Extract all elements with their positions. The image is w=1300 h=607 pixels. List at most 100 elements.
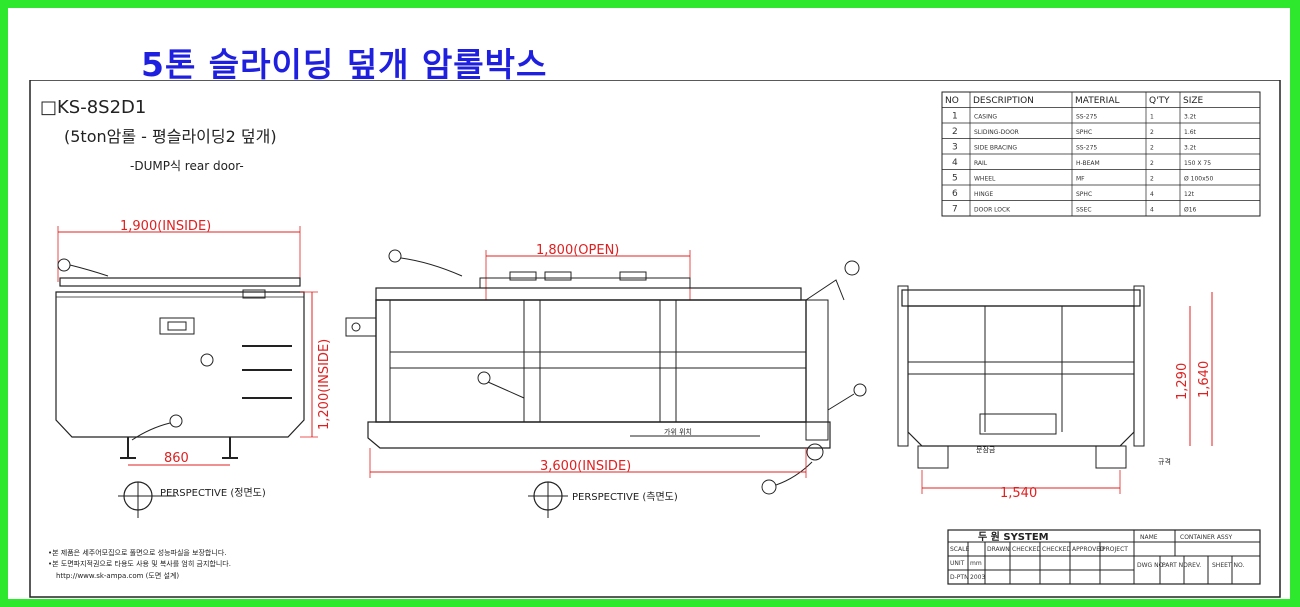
footnote-3: http://www.sk-ampa.com (도면 설계) [56,571,179,580]
parts-table-cell: 1 [1150,114,1154,121]
parts-table-header: SIZE [1183,96,1204,106]
parts-table-header: Q'TY [1149,96,1170,106]
side-callout-2 [388,249,402,263]
side-callout-5 [761,479,777,495]
front-callout-1 [200,353,214,367]
rear-note: 문잠금 [976,445,996,454]
front-width-dim: 1,900(INSIDE) [120,219,211,234]
parts-table-cell: 2 [1150,176,1154,183]
tb-unit: UNIT [950,560,965,567]
drawing-note: -DUMP식 rear door- [130,159,244,173]
parts-table-cell: 7 [952,205,958,215]
tb-project: PROJECT [1102,546,1128,553]
tb-drawn: DRAWN [987,546,1010,553]
front-leader-2 [69,264,109,277]
parts-table-cell: 1 [952,112,958,122]
parts-table-cell: 2 [952,127,958,137]
side-slide-rails [479,277,691,289]
side-roller [806,443,824,461]
rear-wheel-right [1095,445,1127,469]
drawing-sheet: □KS-8S2D1 (5ton암롤 - 평슬라이딩2 덮개) -DUMP식 re… [29,80,1281,598]
tb-dptn: D-PTN [950,574,969,581]
drawing-subtitle: (5ton암롤 - 평슬라이딩2 덮개) [64,127,277,146]
tb-rev: REV. [1188,562,1201,569]
front-caption: PERSPECTIVE (정면도) [160,487,266,499]
parts-table-cell: WHEEL [974,176,996,183]
tb-system: 두 원 SYSTEM [978,530,1049,543]
side-wheel-2 [544,271,572,281]
front-base-dim: 860 [164,451,189,466]
tb-part-no: PART NO. [1162,562,1190,569]
parts-table-cell: 4 [1150,191,1154,198]
parts-table-cell: SIDE BRACING [974,145,1017,152]
parts-table-cell: RAIL [974,160,988,167]
rear-height-dim-1: 1,290 [1175,363,1190,400]
title-block: 두 원 SYSTEM NAME CONTAINER ASSY SCALE DRA… [947,529,1261,585]
parts-table-cell: H-BEAM [1076,160,1100,167]
footnote-1: •본 제품은 세주어모집으로 풀면으로 성능파실을 보장합니다. [48,548,226,557]
tb-sheet-no: SHEET NO. [1212,562,1244,569]
parts-table-cell: 4 [1150,207,1154,214]
parts-table-header: NO [945,96,959,106]
side-length-dim: 3,600(INSIDE) [540,459,631,474]
parts-table-cell: 1.6t [1184,129,1197,136]
front-callout-4 [169,414,183,428]
side-hinge-arm [805,279,845,301]
front-height-dim: 1,200(INSIDE) [317,339,332,430]
parts-table-cell: SSEC [1076,207,1092,214]
parts-table-cell: 2 [1150,160,1154,167]
parts-table-cell: Ø 100x50 [1184,176,1213,183]
side-rear-door [805,299,829,441]
parts-table-cell: MF [1076,176,1085,183]
front-leader-4 [131,422,171,441]
parts-table-header: DESCRIPTION [973,96,1034,106]
side-callout-6 [844,260,860,276]
rear-door-lock [979,413,1057,435]
rear-side-note: 규격 [1158,458,1171,466]
side-caption: PERSPECTIVE (측면도) [572,491,678,503]
side-open-dim: 1,800(OPEN) [536,243,619,258]
parts-table-cell: DOOR LOCK [974,207,1011,214]
parts-table-cell: 12t [1184,191,1195,198]
title-block-frame [947,529,1261,585]
tb-name-label: NAME [1140,534,1158,541]
parts-table-cell: HINGE [974,191,993,198]
front-view: 1,900(INSIDE) 860 1,200(INSIDE) P [55,219,332,518]
side-leader-7 [827,393,855,411]
side-wheel-1 [509,271,537,281]
side-leader-5 [775,461,813,486]
side-leader-3 [487,381,525,399]
footnote-2: •본 도면파지적권으로 타용도 사용 및 복사를 엄히 금지합니다. [48,559,231,568]
rear-view: 문잠금 1,290 1,640 규격 1,540 [897,285,1213,501]
parts-table-cell: 4 [952,158,958,168]
front-handle [159,317,195,335]
tb-dwg-label: DWG NO. [1137,562,1165,569]
side-callout-3 [477,371,491,385]
parts-table-cell: CASING [974,114,997,121]
parts-table-cell: 5 [952,174,958,184]
tb-checked-1: CHECKED [1012,546,1041,553]
side-view: 1,800(OPEN) 가위 위치 [345,243,867,518]
front-handle-inner [167,321,187,331]
parts-table-cell: 3.2t [1184,114,1197,121]
side-chassis [367,421,831,449]
page-title: 5톤 슬라이딩 덮개 암롤박스 [141,45,548,84]
parts-table-cell: SPHC [1076,129,1092,136]
parts-table-cell: SS-275 [1076,114,1097,121]
parts-table-cell: 6 [952,189,958,199]
drawing-code: □KS-8S2D1 [40,97,146,118]
side-hook-hole [351,322,361,332]
rear-wheel-left [917,445,949,469]
parts-table-cell: 3 [952,143,958,153]
side-callout-7 [853,383,867,397]
rear-width-dim: 1,540 [1000,486,1037,501]
side-hook [345,317,377,337]
front-lid [59,277,301,287]
tb-unit-value: mm [970,560,982,567]
side-note: 가위 위치 [664,427,692,436]
tb-name-value: CONTAINER ASSY [1180,534,1233,541]
parts-table-cell: SLIDING-DOOR [974,129,1019,136]
parts-table-cell: SPHC [1076,191,1092,198]
side-wheel-3 [619,271,647,281]
